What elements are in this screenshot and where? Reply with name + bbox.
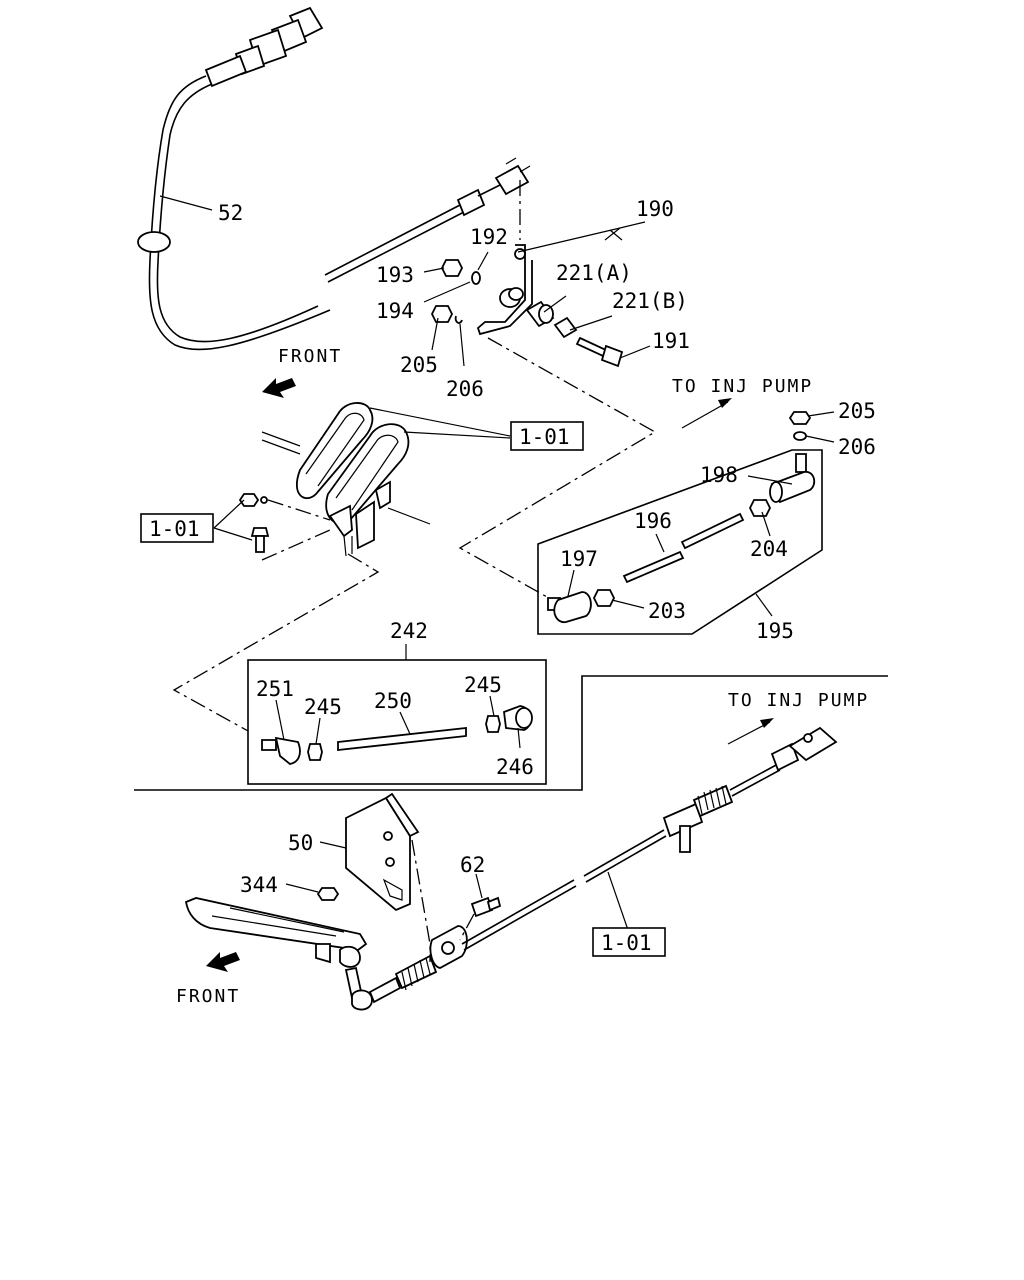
washer-206-top bbox=[454, 315, 463, 324]
part-label-197: 197 bbox=[560, 547, 598, 571]
leaders-top bbox=[159, 195, 651, 367]
front-direction-arrow-icon bbox=[206, 952, 240, 972]
leaders-rodset bbox=[275, 695, 521, 749]
part-label-245-right: 245 bbox=[464, 673, 502, 697]
nut-204 bbox=[748, 499, 772, 517]
caption-inj-pump-top: TO INJ PUMP bbox=[672, 376, 813, 397]
washer-194 bbox=[471, 271, 481, 285]
caption-front-bottom: FRONT bbox=[176, 986, 240, 1007]
part-label-204: 204 bbox=[750, 537, 788, 561]
part-label-62: 62 bbox=[460, 853, 485, 877]
part-label-192: 192 bbox=[470, 225, 508, 249]
leader-bracket-pedal bbox=[411, 839, 431, 962]
leader-pedal-rod bbox=[172, 553, 380, 743]
ref-box-1-01-bottom: 1-01 bbox=[592, 927, 666, 957]
bolt-62 bbox=[470, 896, 502, 918]
part-label-196: 196 bbox=[634, 509, 672, 533]
leader-1-01-top bbox=[369, 407, 511, 439]
part-label-206-top: 206 bbox=[446, 377, 484, 401]
pedal-bracket-50 bbox=[345, 792, 420, 912]
part-label-50: 50 bbox=[288, 831, 313, 855]
washer-206-right bbox=[793, 431, 807, 441]
part-label-344: 344 bbox=[240, 873, 278, 897]
part-label-221b: 221(B) bbox=[612, 289, 688, 313]
part-label-205-right: 205 bbox=[838, 399, 876, 423]
collar-221a bbox=[525, 300, 555, 328]
leaders-bottom bbox=[285, 841, 629, 931]
ball-joint-246 bbox=[503, 705, 533, 731]
nut-245-left bbox=[307, 743, 323, 761]
ref-box-1-01-top: 1-01 bbox=[510, 421, 584, 451]
part-label-205-top: 205 bbox=[400, 353, 438, 377]
part-label-194: 194 bbox=[376, 299, 414, 323]
part-label-198: 198 bbox=[700, 463, 738, 487]
nut-193 bbox=[440, 259, 464, 277]
leaders-linkage bbox=[567, 411, 835, 617]
accelerator-cable-1-01 bbox=[368, 726, 838, 1004]
ref-1-01-left: 1-01 bbox=[149, 517, 200, 541]
nut-205-top bbox=[430, 305, 454, 323]
collar-221b bbox=[553, 316, 578, 339]
nut-pedal-left bbox=[238, 493, 268, 507]
ball-joint-197 bbox=[547, 591, 592, 623]
floor-pedal-assembly bbox=[261, 402, 431, 557]
ball-joint-198 bbox=[769, 453, 816, 504]
caption-inj-pump-bottom: TO INJ PUMP bbox=[728, 690, 869, 711]
part-label-206-right: 206 bbox=[838, 435, 876, 459]
part-label-190: 190 bbox=[636, 197, 674, 221]
leader-pedal-bolt bbox=[261, 499, 331, 561]
front-direction-arrow-icon bbox=[262, 378, 296, 398]
throttle-cable-52 bbox=[137, 6, 531, 351]
part-label-251: 251 bbox=[256, 677, 294, 701]
part-label-52: 52 bbox=[218, 201, 243, 225]
rod-250 bbox=[337, 726, 467, 752]
rod-196 bbox=[622, 512, 745, 584]
nut-205-right bbox=[788, 411, 812, 425]
part-label-221a: 221(A) bbox=[556, 261, 632, 285]
part-label-242: 242 bbox=[390, 619, 428, 643]
to-inj-pump-arrow-icon bbox=[727, 718, 774, 745]
part-label-195: 195 bbox=[756, 619, 794, 643]
nut-203 bbox=[592, 589, 616, 607]
ref-box-1-01-left: 1-01 bbox=[140, 513, 214, 543]
part-label-250: 250 bbox=[374, 689, 412, 713]
bolt-pedal-left bbox=[250, 527, 270, 553]
part-label-193: 193 bbox=[376, 263, 414, 287]
ball-joint-251 bbox=[261, 736, 301, 765]
leader-1-01-left bbox=[213, 499, 253, 541]
ref-1-01-top: 1-01 bbox=[519, 425, 570, 449]
ref-1-01-bottom: 1-01 bbox=[601, 931, 652, 955]
nut-344 bbox=[316, 887, 340, 901]
part-label-246: 246 bbox=[496, 755, 534, 779]
caption-front-top: FRONT bbox=[278, 346, 342, 367]
accelerator-pedal bbox=[184, 897, 373, 1011]
section-divider bbox=[134, 675, 888, 791]
bracket-190 bbox=[476, 244, 533, 336]
part-label-203: 203 bbox=[648, 599, 686, 623]
part-label-245-left: 245 bbox=[304, 695, 342, 719]
to-inj-pump-arrow-icon bbox=[681, 398, 732, 429]
part-label-191: 191 bbox=[652, 329, 690, 353]
linkage-box-195 bbox=[537, 449, 823, 635]
nut-245-right bbox=[485, 715, 501, 733]
leader-bracket-rod bbox=[458, 337, 657, 603]
bolt-191 bbox=[575, 336, 624, 368]
leader-bolt-cable bbox=[459, 913, 475, 941]
